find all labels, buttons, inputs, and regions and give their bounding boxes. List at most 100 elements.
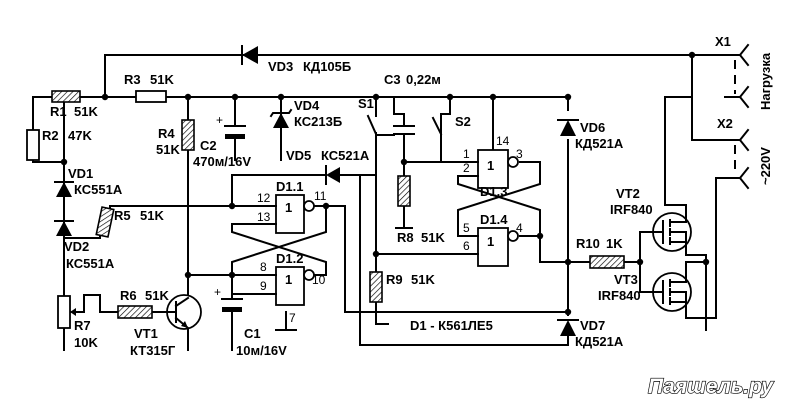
label-vt3-name: VT3 (614, 272, 638, 287)
label-load: Нагрузка (758, 52, 773, 110)
label-r4-value: 51K (156, 142, 180, 157)
label-r8-value: 51K (421, 230, 445, 245)
d14-symbol: 1 (487, 234, 494, 249)
label-d12: D1.2 (276, 251, 303, 266)
label-vd3-type: КД105Б (303, 59, 351, 74)
label-d14: D1.4 (480, 212, 508, 227)
label-vd6-name: VD6 (580, 120, 605, 135)
resistor-r1 (51, 90, 81, 103)
label-vt2-type: IRF840 (610, 202, 653, 217)
label-vt3-type: IRF840 (598, 288, 641, 303)
resistor-r7 (57, 295, 78, 329)
label-vd5-name: VD5 (286, 148, 311, 163)
d13-symbol: 1 (487, 158, 494, 173)
transistor-vt1 (166, 294, 202, 330)
label-vd5-type: КС521А (321, 148, 370, 163)
label-vt2-name: VT2 (616, 186, 640, 201)
label-vd7-type: КД521А (575, 334, 624, 349)
d12-pin-out: 10 (312, 273, 326, 287)
label-r3-value: 51K (150, 72, 174, 87)
gate-d14 (471, 227, 519, 267)
svg-text:+: + (216, 113, 223, 127)
ground-stubs (375, 227, 410, 325)
label-r2-value: 47K (68, 128, 92, 143)
label-r7-value: 10K (74, 335, 98, 350)
label-c1-name: C1 (244, 326, 261, 341)
gate-d12 (257, 266, 315, 306)
d12-pin-a: 8 (260, 260, 267, 274)
d13-pin-vdd: 14 (496, 134, 510, 148)
label-vd6-type: КД521А (575, 136, 624, 151)
label-d11: D1.1 (276, 179, 303, 194)
label-s1: S1 (358, 96, 374, 111)
d11-pin-b: 13 (257, 210, 271, 224)
label-r6-name: R6 (120, 288, 137, 303)
wires (32, 54, 741, 351)
diode-vd4 (269, 108, 293, 128)
switch-s1 (366, 114, 378, 136)
label-r1-name: R1 (50, 104, 67, 119)
label-vd2-type: КС551А (66, 256, 115, 271)
terminal-connectors (691, 43, 750, 190)
d12-symbol: 1 (285, 272, 292, 287)
label-c3-name: C3 (384, 72, 401, 87)
junctions (60, 51, 710, 316)
label-vd7-name: VD7 (580, 318, 605, 333)
label-r2-name: R2 (42, 128, 59, 143)
resistor-r4 (181, 119, 195, 151)
label-vt1-type: КТ315Г (130, 343, 176, 358)
transistor-vt3 (651, 272, 692, 312)
capacitor-c2: + (216, 113, 246, 139)
label-c2-name: C2 (200, 138, 217, 153)
resistor-r8 (397, 175, 411, 207)
diode-vd2 (54, 220, 74, 236)
label-r4-name: R4 (158, 126, 175, 141)
label-r5-name: R5 (114, 208, 131, 223)
label-r9-value: 51K (411, 272, 435, 287)
label-r8-name: R8 (397, 230, 414, 245)
resistor-r5 (95, 206, 115, 238)
label-x2: X2 (717, 116, 733, 131)
gate-labels: D1.1 1 12 13 11 D1.2 1 8 9 10 7 D1.3 1 1… (257, 134, 523, 325)
label-vd1-type: КС551А (74, 182, 123, 197)
d12-pin-gnd: 7 (289, 311, 296, 325)
labels: X1 X2 Нагрузка ~220V VD3 КД105Б R1 51K R… (42, 34, 773, 358)
diode-vd7 (557, 319, 579, 336)
label-r5-value: 51K (140, 208, 164, 223)
label-vd2-name: VD2 (64, 239, 89, 254)
label-r10-value: 1K (606, 236, 623, 251)
label-vd4-name: VD4 (294, 98, 320, 113)
label-ic-note: D1 - К561ЛЕ5 (410, 318, 493, 333)
watermark: Паяшель.ру (648, 375, 774, 398)
resistor-r9 (369, 271, 383, 303)
d11-symbol: 1 (285, 200, 292, 215)
d13-pin-a: 1 (463, 147, 470, 161)
label-r10-name: R10 (576, 236, 600, 251)
d14-pin-b: 6 (463, 239, 470, 253)
capacitor-c1: + (214, 285, 243, 312)
label-r7-name: R7 (74, 318, 91, 333)
gate-d13 (471, 149, 519, 189)
d14-pin-a: 5 (463, 221, 470, 235)
switch-s2 (431, 116, 443, 136)
d11-pin-a: 12 (257, 191, 271, 205)
resistor-r3 (135, 90, 167, 103)
label-vd1-name: VD1 (68, 166, 93, 181)
label-r6-value: 51K (145, 288, 169, 303)
resistor-r10 (589, 255, 625, 269)
transistor-vt2 (651, 212, 692, 252)
d13-pin-b: 2 (463, 161, 470, 175)
label-r9-name: R9 (386, 272, 403, 287)
svg-text:+: + (214, 285, 221, 299)
diode-vd6 (557, 119, 579, 136)
label-c3-value: 0,22м (406, 72, 441, 87)
label-x1: X1 (715, 34, 731, 49)
label-vd4-type: КС213Б (294, 114, 342, 129)
label-r3-name: R3 (124, 72, 141, 87)
diode-vd3 (241, 45, 258, 65)
d13-pin-out: 3 (516, 147, 523, 161)
gate-d11 (257, 194, 315, 234)
label-d13: D1.3 (480, 184, 507, 199)
resistor-r6 (117, 305, 153, 319)
